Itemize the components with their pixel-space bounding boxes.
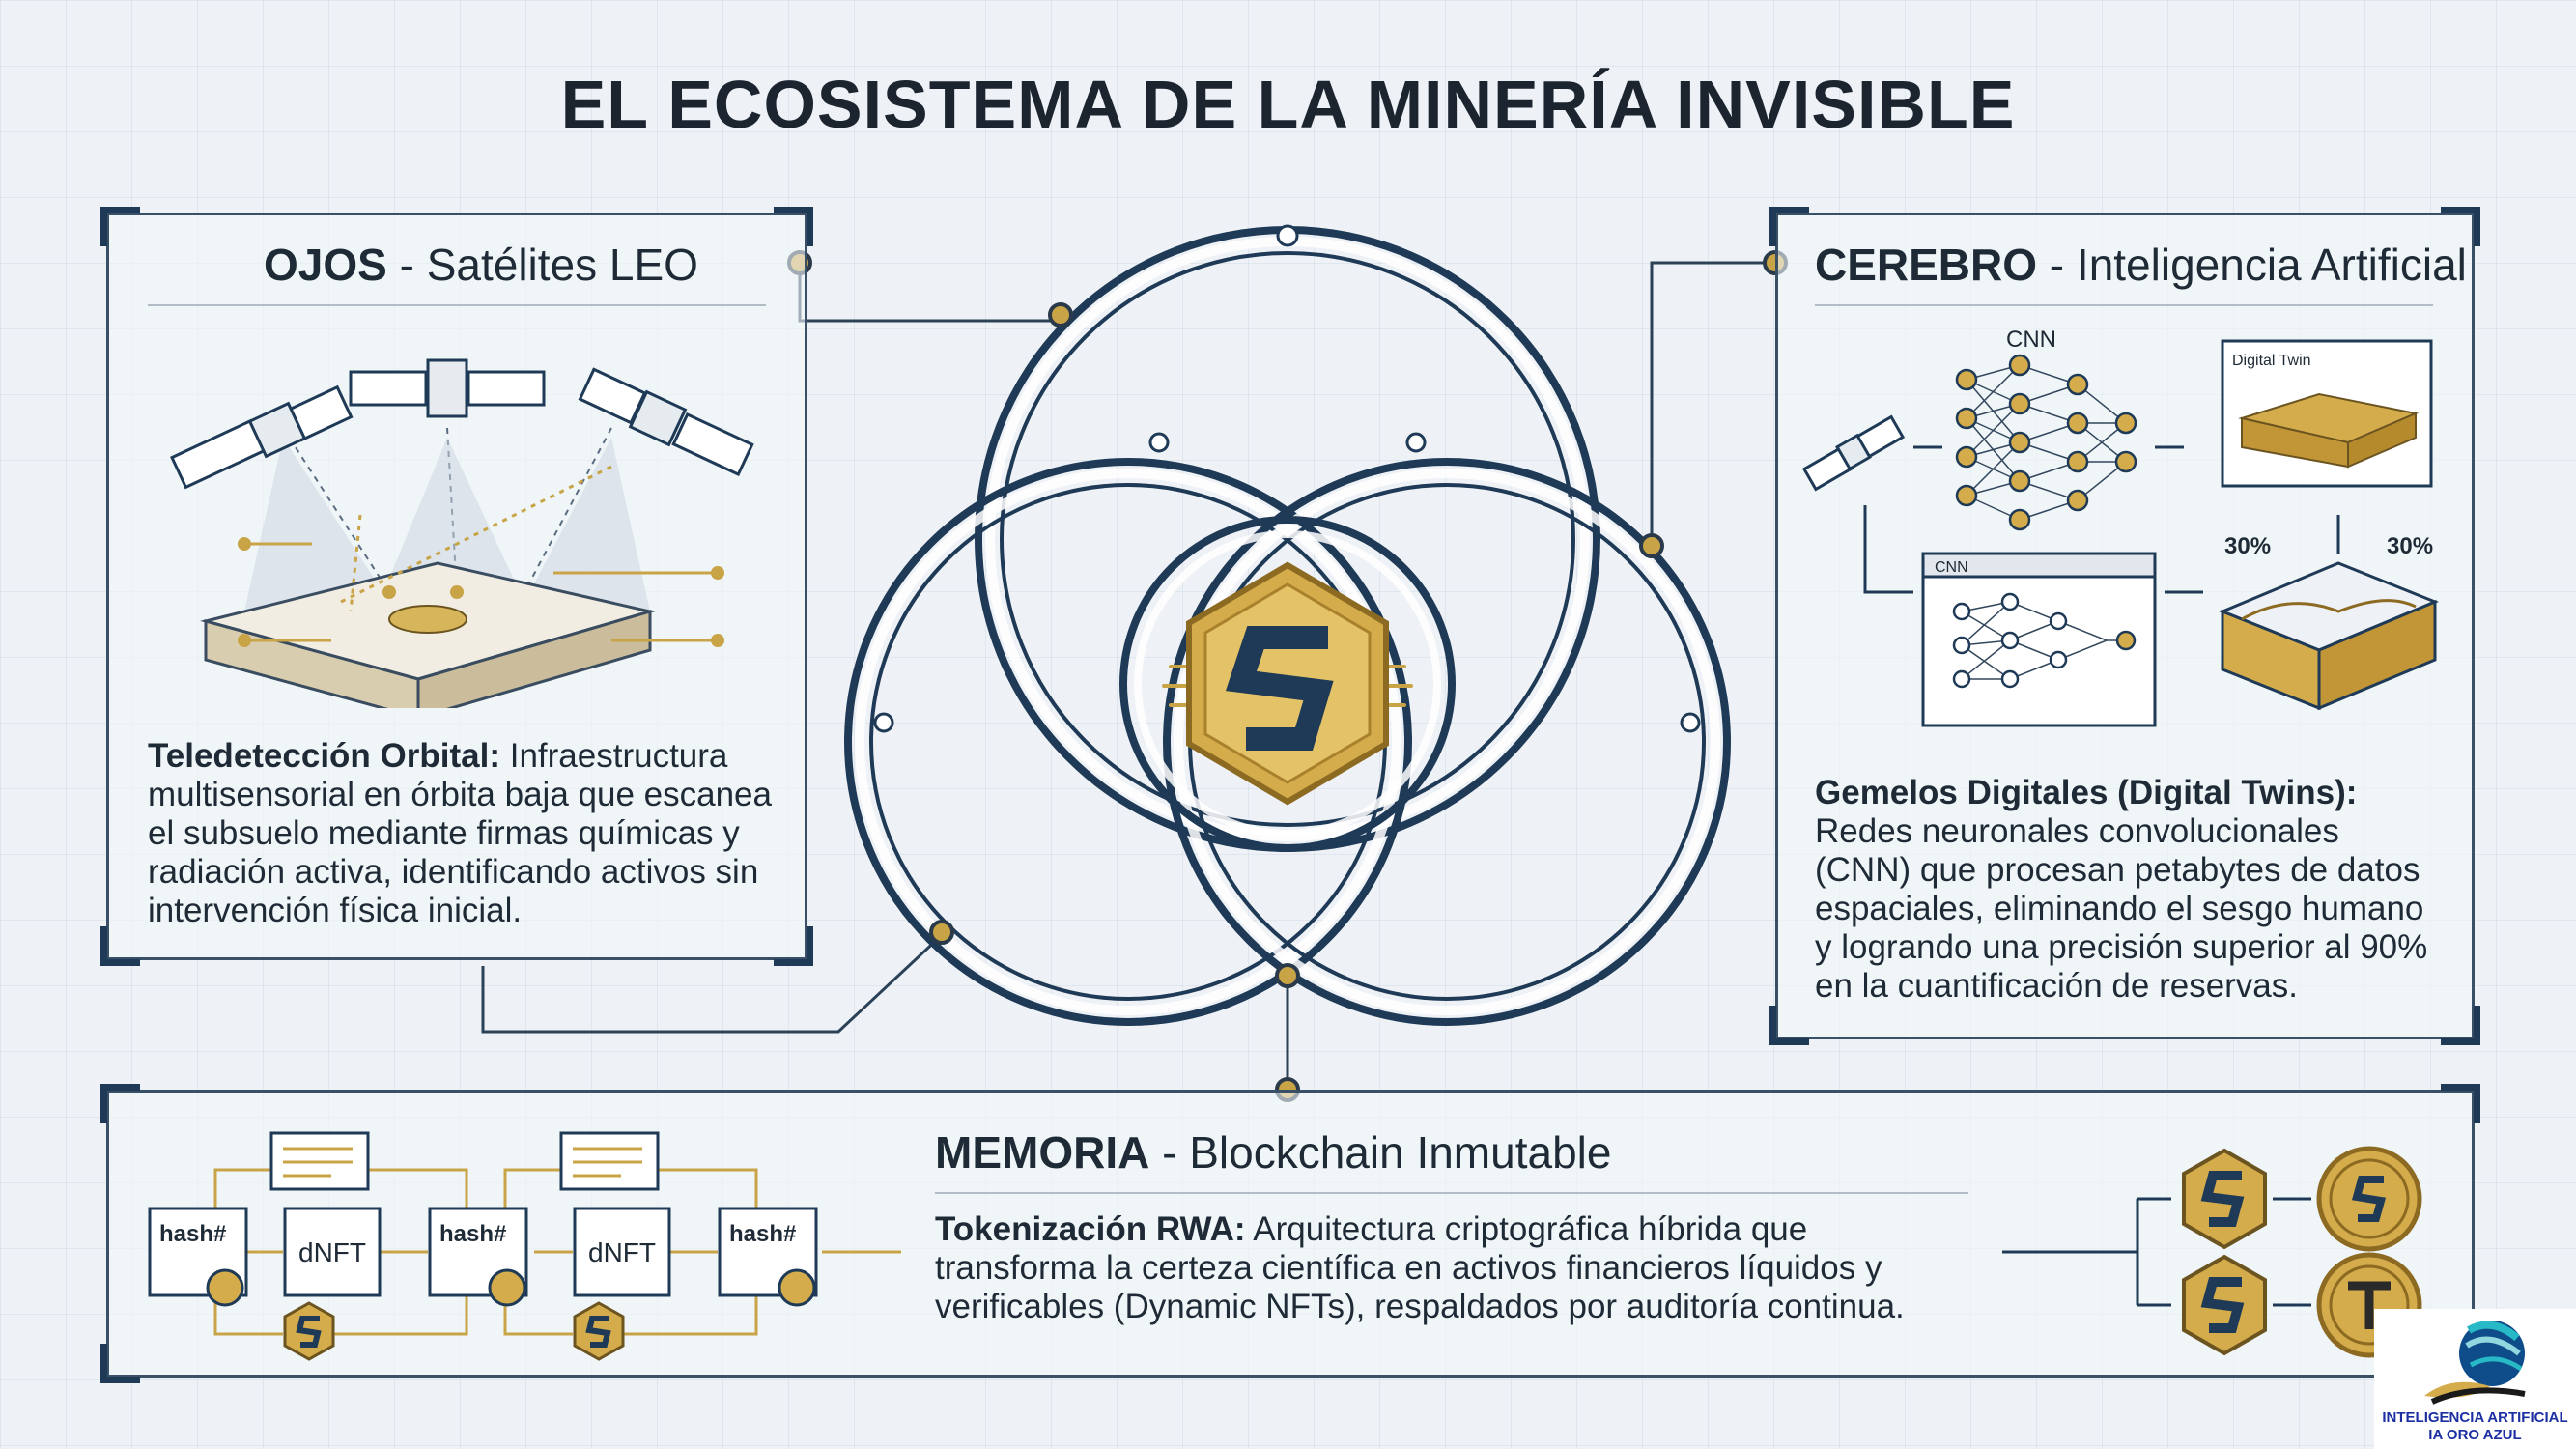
connector-ojos-bottom [481,933,944,1034]
reserve-model: 30% 30% [2219,533,2439,711]
globe-logo-icon [2424,1321,2526,1405]
svg-text:dNFT: dNFT [298,1237,366,1267]
satellite-icon-right [578,367,754,477]
coin-icon-1 [2316,1146,2422,1252]
ledger-icon-2 [559,1131,660,1191]
memoria-title: MEMORIA - Blockchain Inmutable [935,1127,1612,1178]
connector-ojos [798,263,1053,323]
hash-block-2: hash# [428,1207,528,1307]
neural-network-icon [1955,354,2137,531]
memoria-description: Tokenización RWA: Arquitectura criptográ… [935,1210,1905,1325]
svg-text:30%: 30% [2224,533,2271,559]
dnft-block-1: dNFT [283,1207,382,1297]
brand-logo: INTELIGENCIA ARTIFICIAL IA ORO AZUL [2374,1309,2576,1449]
connector-cerebro [1650,261,1775,546]
panel-cerebro: CEREBRO - Inteligencia Artificial CNN [1769,207,2480,1045]
token-icon-small-1 [283,1301,335,1361]
token-icon-1 [2182,1148,2267,1250]
satellite-scan-illustration [170,358,754,708]
satellite-icon-left [170,384,354,490]
svg-text:dNFT: dNFT [588,1237,656,1267]
cerebro-description: Gemelos Digitales (Digital Twins): Redes… [1815,774,2428,1005]
svg-text:30%: 30% [2387,533,2433,559]
svg-text:Digital Twin: Digital Twin [2232,353,2311,369]
digital-twin-window: Digital Twin [2221,339,2433,488]
blockchain-chain-illustration: hash# dNFT hash# dNFT hash# [148,1131,901,1361]
ojos-title: OJOS - Satélites LEO [264,240,698,290]
cnn-window: CNN [1921,552,2157,727]
token-icon-small-2 [573,1301,625,1361]
cerebro-title: CEREBRO - Inteligencia Artificial [1815,240,2467,290]
svg-text:CNN: CNN [1935,559,1968,576]
satellite-icon-small [1801,414,1906,492]
hash-block-3: hash# [718,1207,818,1307]
ledger-icon-1 [269,1131,370,1191]
svg-text:hash#: hash# [439,1221,506,1247]
panel-memoria: hash# dNFT hash# dNFT hash# [100,1084,2480,1383]
ojos-description: Teledetección Orbital: Infraestructura m… [148,737,772,929]
svg-text:hash#: hash# [729,1221,796,1247]
satellite-icon-center [349,358,546,418]
logo-line-2: IA ORO AZUL [2428,1427,2522,1443]
dnft-block-2: dNFT [573,1207,671,1297]
token-icon-2 [2182,1254,2267,1356]
central-token-icon [1162,561,1413,806]
hash-block-1: hash# [148,1207,248,1307]
svg-text:hash#: hash# [159,1221,226,1247]
cnn-label: CNN [2006,327,2056,353]
ai-pipeline-illustration: CNN [1801,327,2439,727]
logo-line-1: INTELIGENCIA ARTIFICIAL [2382,1409,2568,1426]
panel-ojos: OJOS - Satélites LEO [100,207,813,966]
ring-center [1119,516,1456,852]
page-title: EL ECOSISTEMA DE LA MINERÍA INVISIBLE [560,67,2016,142]
ring-nodes [873,224,1701,733]
